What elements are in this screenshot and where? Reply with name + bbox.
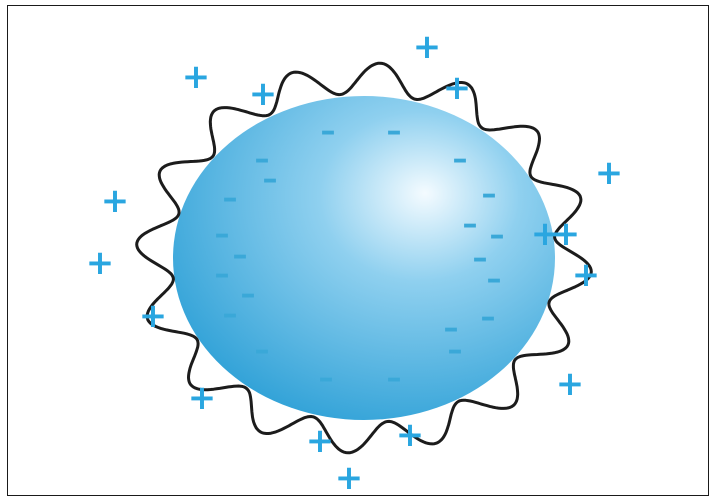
negative-charge: – (490, 218, 505, 253)
negative-charge: – (215, 217, 230, 252)
positive-charge: + (335, 458, 364, 498)
positive-charge: + (556, 364, 585, 404)
positive-charge: + (396, 415, 425, 455)
positive-charge: + (413, 27, 442, 67)
negative-charge: – (223, 181, 238, 216)
positive-charge: + (188, 378, 217, 418)
negative-charge: – (321, 114, 336, 149)
positive-charge: + (595, 153, 624, 193)
negative-charge: – (487, 262, 502, 297)
positive-charge: + (531, 214, 560, 254)
negative-charge: – (233, 238, 248, 273)
negative-charge: – (263, 162, 278, 197)
positive-charge: + (572, 255, 601, 295)
negative-charge: – (444, 311, 459, 346)
negative-charge: – (387, 114, 402, 149)
positive-charge: + (101, 181, 130, 221)
negative-charge: – (319, 361, 334, 396)
positive-charge: + (182, 57, 211, 97)
negative-charge: – (473, 241, 488, 276)
negative-charge: – (215, 257, 230, 292)
negative-charge: – (463, 207, 478, 242)
sphere (173, 96, 555, 420)
positive-charge: + (443, 68, 472, 108)
negative-charge: – (481, 300, 496, 335)
positive-charge: + (306, 421, 335, 461)
negative-charge: – (387, 361, 402, 396)
negative-charge: – (223, 297, 238, 332)
positive-charge: + (139, 296, 168, 336)
positive-charge: + (249, 74, 278, 114)
negative-charge: – (453, 142, 468, 177)
negative-charge: – (241, 277, 256, 312)
negative-charge: – (482, 177, 497, 212)
negative-charge: – (255, 333, 270, 368)
positive-charge: + (86, 243, 115, 283)
